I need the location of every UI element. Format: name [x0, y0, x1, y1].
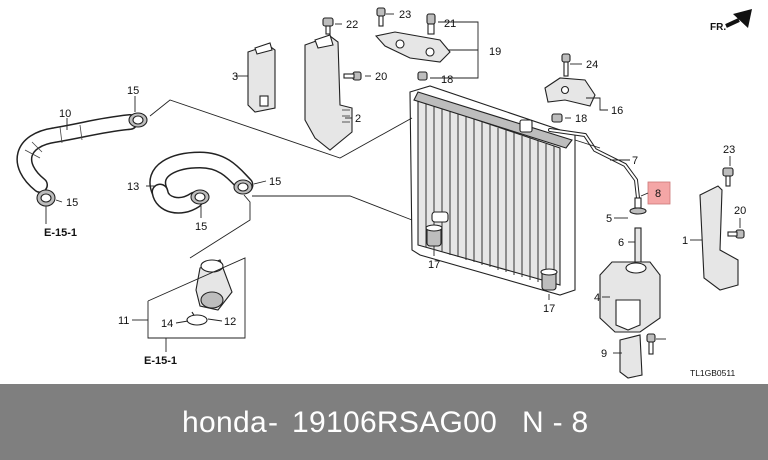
highlighted-part-callout[interactable]: 8 [647, 181, 671, 205]
callout-4: 4 [594, 292, 600, 304]
part-number: 19106RSAG00 [292, 406, 498, 439]
callout-17b: 17 [543, 303, 555, 315]
callout-17a: 17 [428, 259, 440, 271]
callout-23: 23 [399, 9, 411, 21]
callout-13: 13 [127, 181, 139, 193]
callout-15d: 15 [195, 221, 207, 233]
reserve-tank-bracket-icon [619, 333, 656, 379]
callout-18b: 18 [575, 113, 587, 125]
cooling-system-diagram: FR. [16, 7, 752, 379]
callout-16: 16 [611, 105, 623, 117]
lower-hose-clamp-icon [190, 179, 253, 205]
front-direction-arrow-icon [725, 9, 752, 28]
water-outlet-housing-icon [186, 259, 233, 326]
radiator-mount-cushion-icon [425, 224, 558, 291]
air-guide-icon [247, 42, 276, 113]
brand-name: honda [182, 406, 267, 439]
callout-18: 18 [441, 74, 453, 86]
callout-5: 5 [606, 213, 612, 225]
callout-7: 7 [632, 155, 638, 167]
callout-22: 22 [346, 19, 358, 31]
drawing-code: TL1GB0511 [690, 368, 735, 378]
diagram-position: N - 8 [522, 406, 589, 439]
leader-lines [55, 13, 741, 354]
section-references: E-15-1 E-15-1 [44, 206, 177, 367]
callout-22b: 23 [723, 144, 735, 156]
radiator-icon [409, 85, 576, 296]
radiator-fins-icon [425, 103, 555, 285]
upper-mount-bracket-icon [374, 31, 451, 63]
reserve-tank-cap-icon [629, 197, 647, 265]
callout-14: 14 [161, 318, 173, 330]
callout-15b: 15 [66, 197, 78, 209]
bracket-bolt-icon [376, 7, 436, 81]
callout-15c: 15 [269, 176, 281, 188]
callout-20b: 20 [734, 205, 746, 217]
callout-labels: 23 22 21 19 18 20 3 2 24 16 18 7 5 6 4 9… [59, 9, 746, 360]
bolt-icon [322, 17, 362, 81]
callout-19: 19 [489, 46, 501, 58]
callout-1: 1 [682, 235, 688, 247]
callout-8-label: 8 [655, 188, 661, 200]
callout-11: 11 [118, 315, 129, 327]
hose-clamp-icon [36, 112, 148, 207]
side-mount-bracket-icon [544, 53, 596, 123]
callout-21: 21 [444, 18, 456, 30]
part-info-footer: honda - 19106RSAG00 N - 8 [0, 384, 768, 460]
reserve-tank-icon [599, 261, 661, 333]
callout-23b: 24 [586, 59, 598, 71]
air-guide-side-icon [304, 34, 353, 151]
callout-3: 3 [232, 71, 238, 83]
reference-e-15-1-bottom[interactable]: E-15-1 [144, 355, 177, 367]
upper-radiator-hose-icon [16, 114, 138, 193]
callout-10: 10 [59, 108, 71, 120]
side-air-guide-icon [699, 167, 745, 291]
reference-e-15-1-top[interactable]: E-15-1 [44, 227, 77, 239]
callout-15a: 15 [127, 85, 139, 97]
callout-6: 6 [618, 237, 624, 249]
front-label: FR. [710, 22, 726, 33]
overflow-tube-icon [548, 128, 640, 200]
callout-20: 20 [375, 71, 387, 83]
diagram-canvas: FR. [16, 7, 752, 379]
callout-9: 9 [601, 348, 607, 360]
lower-radiator-hose-icon [149, 151, 254, 214]
callout-12: 12 [224, 316, 236, 328]
separator: - [268, 406, 279, 439]
callout-2: 2 [355, 113, 361, 125]
